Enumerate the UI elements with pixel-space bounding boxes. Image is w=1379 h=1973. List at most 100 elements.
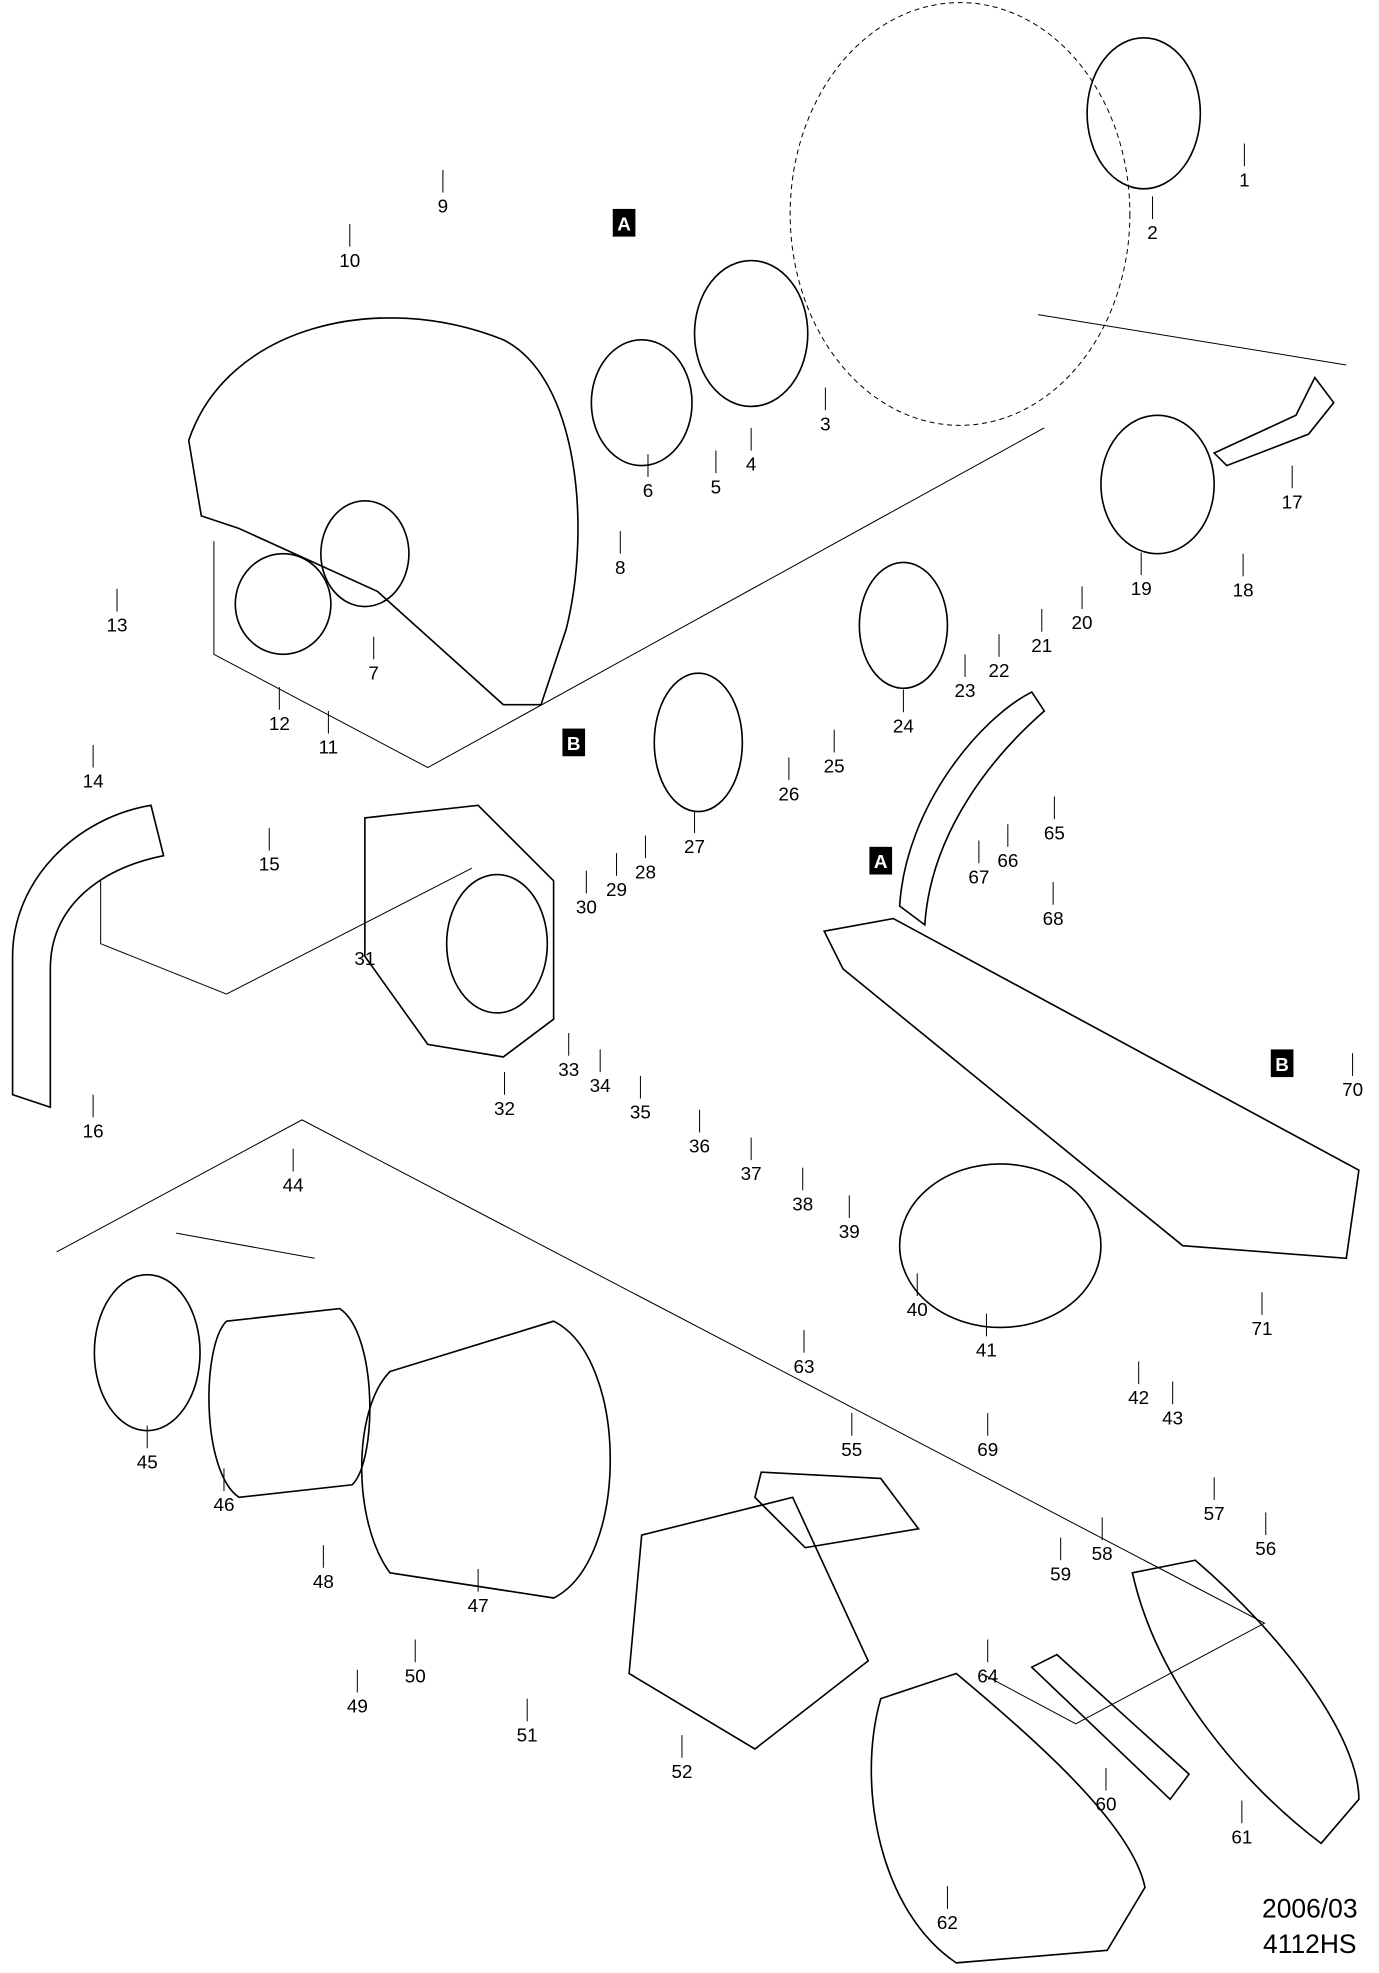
part-outlines [11, 2, 1360, 1964]
part-label-38: 38 [792, 1193, 813, 1214]
part-label-33: 33 [558, 1059, 579, 1080]
part-label-23: 23 [955, 680, 976, 701]
part-label-57: 57 [1204, 1503, 1225, 1524]
part-label-44: 44 [283, 1175, 304, 1196]
part-label-70: 70 [1342, 1079, 1363, 1100]
part-label-66: 66 [997, 850, 1018, 871]
washer-45 [93, 1273, 201, 1432]
part-label-16: 16 [83, 1120, 104, 1141]
armature-40-41 [898, 1163, 1102, 1329]
part-label-8: 8 [615, 557, 626, 578]
handle-56 [1131, 1559, 1360, 1845]
part-label-40: 40 [907, 1299, 928, 1320]
part-label-61: 61 [1231, 1826, 1252, 1847]
part-number-labels: 1234567891011121314151617181920212223242… [83, 143, 1363, 1933]
marker-box [1270, 1049, 1294, 1078]
marker-a: A [874, 851, 888, 872]
part-label-19: 19 [1131, 578, 1152, 599]
part-label-63: 63 [794, 1356, 815, 1377]
marker-b: B [567, 733, 581, 754]
part-label-67: 67 [968, 866, 989, 887]
part-label-43: 43 [1162, 1407, 1183, 1428]
part-label-22: 22 [989, 660, 1010, 681]
spindle-17 [1212, 375, 1335, 467]
inner-flange [693, 259, 809, 408]
part-label-59: 59 [1050, 1563, 1071, 1584]
part-label-49: 49 [347, 1695, 368, 1716]
part-label-15: 15 [259, 854, 280, 875]
group-box-lines [56, 314, 1347, 1725]
gear-27 [653, 672, 744, 813]
part-label-20: 20 [1072, 612, 1093, 633]
part-label-18: 18 [1233, 579, 1254, 600]
part-label-71: 71 [1251, 1318, 1272, 1339]
rear-cover-52 [628, 1496, 870, 1750]
drawing-date: 2006/03 [1262, 1894, 1357, 1924]
part-label-65: 65 [1044, 822, 1065, 843]
part-label-12: 12 [269, 713, 290, 734]
hose-60 [1030, 1653, 1191, 1801]
marker-box [869, 846, 893, 875]
o-ring-24 [858, 561, 949, 690]
blade-outline [789, 2, 1131, 426]
marker-box [612, 208, 636, 237]
part-label-45: 45 [137, 1451, 158, 1472]
part-label-17: 17 [1282, 491, 1303, 512]
guard-hole [320, 500, 410, 608]
part-label-31: 31 [354, 948, 375, 969]
part-label-50: 50 [405, 1665, 426, 1686]
part-label-25: 25 [824, 756, 845, 777]
marker-a: A [617, 213, 631, 234]
model-number: 4112HS [1263, 1929, 1356, 1959]
gear-housing-32 [364, 804, 555, 1058]
part-label-56: 56 [1255, 1538, 1276, 1559]
part-label-37: 37 [741, 1163, 762, 1184]
part-label-69: 69 [977, 1439, 998, 1460]
part-label-35: 35 [630, 1102, 651, 1123]
marker-box [562, 728, 586, 757]
base-arm [898, 691, 1046, 927]
part-label-62: 62 [937, 1912, 958, 1933]
part-label-14: 14 [83, 771, 104, 792]
part-label-9: 9 [438, 196, 449, 217]
part-label-32: 32 [494, 1098, 515, 1119]
part-label-52: 52 [671, 1761, 692, 1782]
part-label-24: 24 [893, 715, 914, 736]
part-label-55: 55 [841, 1439, 862, 1460]
wheel-guard [187, 317, 579, 706]
bearing-box-19 [1100, 414, 1215, 555]
marker-b: B [1275, 1054, 1289, 1075]
part-label-64: 64 [977, 1665, 998, 1686]
part-label-4: 4 [746, 454, 757, 475]
o-ring-7 [234, 552, 332, 656]
part-label-36: 36 [689, 1136, 710, 1157]
part-label-60: 60 [1095, 1794, 1116, 1815]
part-label-10: 10 [339, 250, 360, 271]
part-label-1: 1 [1239, 169, 1250, 190]
part-label-46: 46 [213, 1494, 234, 1515]
part-label-41: 41 [976, 1339, 997, 1360]
handle-cover-62 [870, 1672, 1146, 1964]
section-markers: A B A B [562, 208, 1294, 1078]
outer-flange [1086, 36, 1202, 190]
base-68 [822, 917, 1360, 1260]
part-label-7: 7 [368, 662, 379, 683]
part-label-3: 3 [820, 413, 830, 434]
part-label-11: 11 [319, 737, 339, 758]
handle-14 [11, 804, 165, 1109]
part-label-30: 30 [576, 897, 597, 918]
part-label-51: 51 [517, 1724, 538, 1745]
part-label-2: 2 [1147, 222, 1158, 243]
part-label-34: 34 [590, 1075, 611, 1096]
part-label-5: 5 [711, 476, 721, 497]
part-label-47: 47 [468, 1595, 489, 1616]
part-label-26: 26 [778, 783, 799, 804]
flange-plate [590, 338, 693, 467]
part-label-48: 48 [313, 1571, 334, 1592]
part-label-42: 42 [1128, 1387, 1149, 1408]
gear-housing-bore [445, 873, 549, 1014]
part-label-21: 21 [1031, 635, 1052, 656]
part-label-6: 6 [643, 480, 654, 501]
